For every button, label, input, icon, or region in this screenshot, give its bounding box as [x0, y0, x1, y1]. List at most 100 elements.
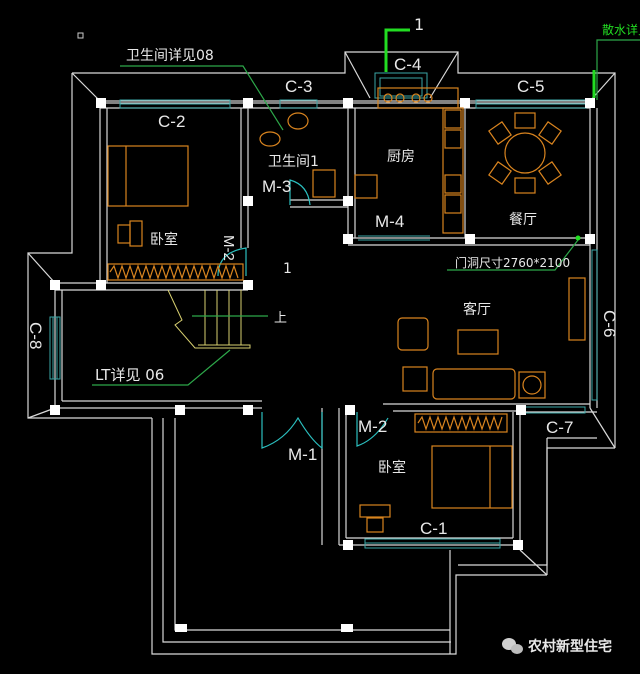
- label-door-m3: M-3: [262, 177, 291, 196]
- wechat-icon: [502, 638, 523, 654]
- column: [96, 98, 106, 108]
- chair-s: [366, 517, 384, 533]
- label-window-c2: C-2: [158, 112, 185, 131]
- column: [585, 234, 595, 244]
- eave-corner-c4w: [344, 51, 371, 99]
- wardrobe-s-hangers: [417, 415, 503, 431]
- door-m2-south: [356, 412, 389, 447]
- label-window-c3: C-3: [285, 77, 312, 96]
- terrace-line-2: [162, 418, 451, 643]
- stove: [377, 87, 459, 109]
- leader-drainage: [596, 39, 640, 100]
- leader-lines: [92, 28, 640, 386]
- column: [343, 234, 353, 244]
- bed-nw: [107, 145, 189, 207]
- label-window-c1: C-1: [420, 519, 447, 538]
- sink: [444, 174, 462, 194]
- washbasin: [287, 112, 309, 130]
- wardrobe-nw: [107, 263, 244, 281]
- column: [516, 405, 526, 415]
- watermark: 农村新型住宅: [502, 638, 612, 655]
- window-c3: [279, 99, 318, 109]
- column: [175, 624, 187, 632]
- chair: [488, 161, 512, 185]
- label-stair-up: 上: [274, 311, 287, 326]
- burner: [411, 93, 421, 103]
- window-c4: [374, 72, 428, 99]
- eave-corner-nw: [71, 72, 101, 102]
- column: [585, 98, 595, 108]
- label-bathroom-detail: 卫生间详见08: [126, 48, 214, 64]
- chair-nw: [117, 224, 131, 244]
- toilet: [259, 131, 281, 147]
- label-door-m4: M-4: [375, 212, 404, 231]
- label-room-dining: 餐厅: [509, 212, 537, 228]
- label-door-m2-south: M-2: [358, 417, 387, 436]
- label-window-c7: C-7: [546, 418, 573, 437]
- coffee-table: [457, 329, 499, 355]
- window-c8: [49, 316, 61, 380]
- window-c4-inner: [379, 77, 423, 97]
- column: [50, 405, 60, 415]
- eave-corner-w1: [27, 252, 56, 284]
- column: [96, 280, 106, 290]
- label-door-m1: M-1: [288, 445, 317, 464]
- column: [343, 540, 353, 550]
- leader-bathroom-detail: [120, 65, 284, 131]
- label-door-opening: 门洞尺寸2760*2100: [455, 255, 570, 270]
- label-room-bathroom: 卫生间1: [268, 154, 319, 170]
- outer-eave-north: [72, 51, 616, 448]
- kitchen-counter: [442, 107, 464, 234]
- column: [465, 234, 475, 244]
- leader-dot: [575, 235, 581, 241]
- burner: [395, 93, 405, 103]
- label-room-kitchen: 厨房: [387, 149, 415, 165]
- chair: [514, 112, 536, 129]
- desk-nw: [129, 220, 143, 247]
- sofa: [432, 368, 516, 400]
- label-section-mark: 1: [283, 261, 292, 277]
- plant: [522, 375, 542, 395]
- label-window-c8: C-8: [26, 322, 45, 349]
- column: [460, 98, 470, 108]
- sink: [444, 129, 462, 149]
- stair-outline: [167, 289, 251, 349]
- label-drainage-detail: 散水详见: [602, 22, 640, 37]
- column: [243, 196, 253, 206]
- outer-eave-east: [458, 447, 615, 566]
- eave-corner-c4e: [429, 51, 459, 99]
- section-marker: [384, 28, 410, 72]
- column: [341, 624, 353, 632]
- watermark-text: 农村新型住宅: [527, 638, 612, 655]
- wardrobe-nw-hangers: [109, 264, 239, 280]
- side-table: [402, 366, 428, 392]
- armchair: [397, 317, 429, 351]
- inner-walls: [54, 100, 598, 575]
- desk-s: [359, 504, 391, 518]
- tv-cabinet: [568, 277, 586, 341]
- label-room-living: 客厅: [463, 301, 491, 318]
- label-room-bedroom-nw: 卧室: [150, 231, 178, 248]
- column: [343, 98, 353, 108]
- column: [175, 405, 185, 415]
- burner: [383, 93, 393, 103]
- window-c6: [591, 249, 598, 401]
- sink: [444, 194, 462, 214]
- eave-corner-s: [519, 549, 548, 576]
- columns: [50, 98, 595, 632]
- staircase: [167, 289, 268, 349]
- label-stair-detail: LT详见 06: [95, 366, 164, 384]
- leader-stair-detail: [92, 349, 231, 386]
- column: [345, 405, 355, 415]
- eave-corner-se: [589, 407, 616, 449]
- chair: [488, 121, 512, 145]
- column: [243, 98, 253, 108]
- chair: [514, 177, 536, 194]
- fridge: [354, 174, 378, 199]
- column: [513, 540, 523, 550]
- door-m2-bedroom: [217, 247, 247, 277]
- outer-walls: [27, 51, 616, 655]
- label-section-number: 1: [414, 15, 424, 34]
- chair: [538, 161, 562, 185]
